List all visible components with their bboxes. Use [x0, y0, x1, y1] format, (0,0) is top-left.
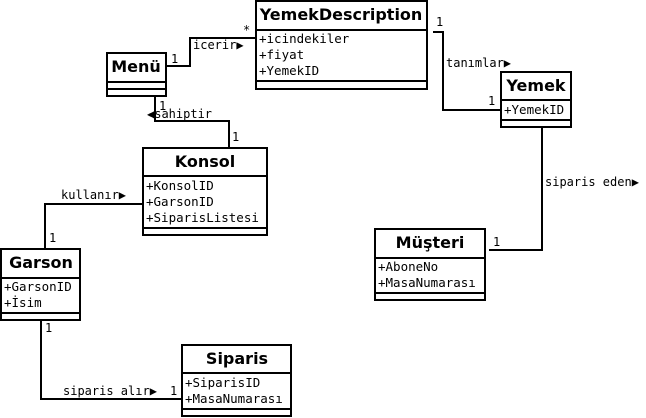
class-siparis-attr: +SiparisID — [185, 375, 260, 390]
class-garson-name: Garson — [9, 253, 73, 272]
class-yemek-description-attr: +fiyat — [259, 47, 304, 62]
association-tanimlar-source-mult: 1 — [436, 15, 443, 29]
class-konsol[interactable]: Konsol +KonsolID +GarsonID +SiparisListe… — [142, 147, 268, 236]
class-konsol-name: Konsol — [175, 152, 236, 171]
class-siparis-name: Siparis — [206, 349, 268, 368]
association-siparis-eden[interactable]: siparis eden▶ * 1 — [489, 114, 640, 251]
class-yemek-description-name: YemekDescription — [259, 5, 423, 24]
association-siparis-alir-target-mult: 1 — [170, 384, 177, 398]
association-tanimlar-line[interactable] — [433, 31, 500, 111]
association-kullanir-label: kullanır▶ — [61, 188, 127, 202]
association-icerir-line[interactable] — [167, 37, 255, 67]
class-musteri-attr: +AboneNo — [378, 259, 438, 274]
class-siparis-attr: +MasaNumarası — [185, 391, 283, 406]
association-siparis-eden-target-mult: 1 — [493, 235, 500, 249]
association-kullanir-line[interactable] — [44, 203, 142, 248]
association-icerir[interactable]: icerir▶ 1 * — [167, 23, 255, 67]
class-yemek-description-attr: +YemekID — [259, 63, 319, 78]
class-yemek-description[interactable]: YemekDescription +icindekiler +fiyat +Ye… — [255, 0, 428, 90]
association-siparis-alir-source-mult: 1 — [45, 321, 52, 335]
class-musteri-attr: +MasaNumarası — [378, 275, 476, 290]
class-musteri-box[interactable] — [374, 228, 486, 301]
association-kullanir-source-mult: 1 — [49, 231, 56, 245]
association-sahiptir-line[interactable] — [154, 97, 230, 148]
association-icerir-target-mult: * — [243, 23, 250, 37]
association-tanimlar-label: tanımlar▶ — [446, 56, 512, 70]
class-garson-box[interactable] — [0, 248, 81, 321]
class-yemek-description-box[interactable] — [255, 0, 428, 90]
class-menu[interactable]: Menü — [106, 52, 167, 97]
association-icerir-label: icerir▶ — [193, 38, 244, 52]
association-kullanir[interactable]: kullanır▶ 1 1 — [44, 188, 153, 248]
class-konsol-box[interactable] — [142, 147, 268, 236]
association-tanimlar[interactable]: tanımlar▶ 1 1 — [433, 15, 512, 111]
class-siparis-box[interactable] — [181, 344, 292, 417]
class-garson-attr: +İsim — [4, 295, 42, 310]
association-siparis-alir[interactable]: siparis alır▶ 1 1 — [40, 321, 182, 400]
class-garson-attr: +GarsonID — [4, 279, 72, 294]
class-konsol-attr: +KonsolID — [146, 178, 214, 193]
association-icerir-source-mult: 1 — [171, 52, 178, 66]
association-siparis-eden-line[interactable] — [489, 128, 543, 251]
class-siparis[interactable]: Siparis +SiparisID +MasaNumarası — [181, 344, 292, 417]
class-menu-name: Menü — [111, 57, 161, 76]
class-musteri[interactable]: Müşteri +AboneNo +MasaNumarası — [374, 228, 486, 301]
class-yemek-name: Yemek — [505, 76, 565, 95]
association-siparis-eden-label: siparis eden▶ — [545, 175, 640, 189]
class-konsol-attr: +GarsonID — [146, 194, 214, 209]
association-sahiptir-label: ◀sahiptir — [147, 107, 212, 121]
association-siparis-alir-label: siparis alır▶ — [63, 384, 158, 398]
class-garson[interactable]: Garson +GarsonID +İsim — [0, 248, 81, 321]
class-yemek[interactable]: Yemek +YemekID — [500, 71, 572, 128]
association-sahiptir[interactable]: ◀sahiptir 1 1 — [147, 97, 239, 148]
association-siparis-alir-line[interactable] — [40, 321, 182, 400]
association-tanimlar-target-mult: 1 — [488, 94, 495, 108]
class-musteri-name: Müşteri — [396, 233, 465, 252]
class-konsol-attr: +SiparisListesi — [146, 210, 259, 225]
association-sahiptir-target-mult: 1 — [232, 130, 239, 144]
class-yemek-description-attr: +icindekiler — [259, 31, 350, 46]
class-yemek-attr: +YemekID — [504, 102, 564, 117]
association-sahiptir-source-mult: 1 — [159, 99, 166, 113]
